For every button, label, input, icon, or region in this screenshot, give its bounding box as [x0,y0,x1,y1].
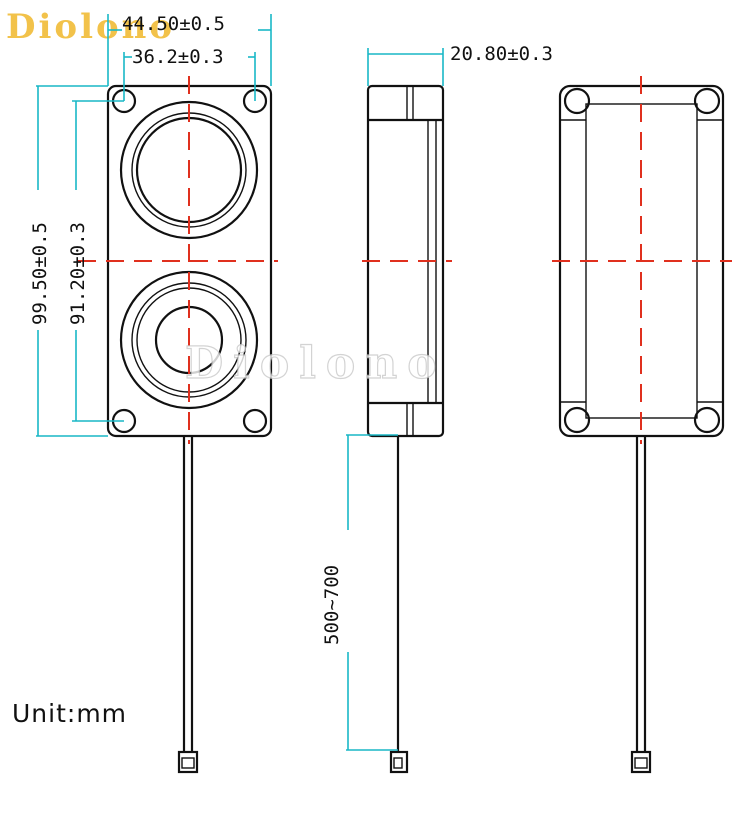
depth-label: 20.80±0.3 [450,43,553,65]
overall-width-label: 44.50±0.5 [122,13,225,35]
back-hole-bottom-right [693,406,721,434]
hole-spacing-height-label: 91.20±0.3 [67,222,89,325]
overall-height-label: 99.50±0.5 [29,222,51,325]
dim-hole-spacing-width [123,52,256,101]
dim-hole-spacing-height [72,100,124,422]
side-connector [389,750,409,774]
dim-depth [367,48,444,86]
back-hole-top-right [693,87,721,115]
unit-label: Unit:mm [12,699,127,728]
mount-hole-bottom-right [242,408,268,434]
back-connector [630,750,652,774]
dim-overall-width [107,14,272,86]
hole-spacing-width-label: 36.2±0.3 [132,46,224,68]
brand-logo: Diolono [6,7,175,47]
front-connector [177,750,199,774]
back-hole-bottom-left [563,406,591,434]
dim-overall-height [36,85,108,437]
side-view [366,84,445,774]
watermark: Diolono [185,338,447,389]
back-hole-top-left [563,87,591,115]
cable-length-label: 500~700 [321,565,343,645]
dim-cable-length [346,434,398,751]
